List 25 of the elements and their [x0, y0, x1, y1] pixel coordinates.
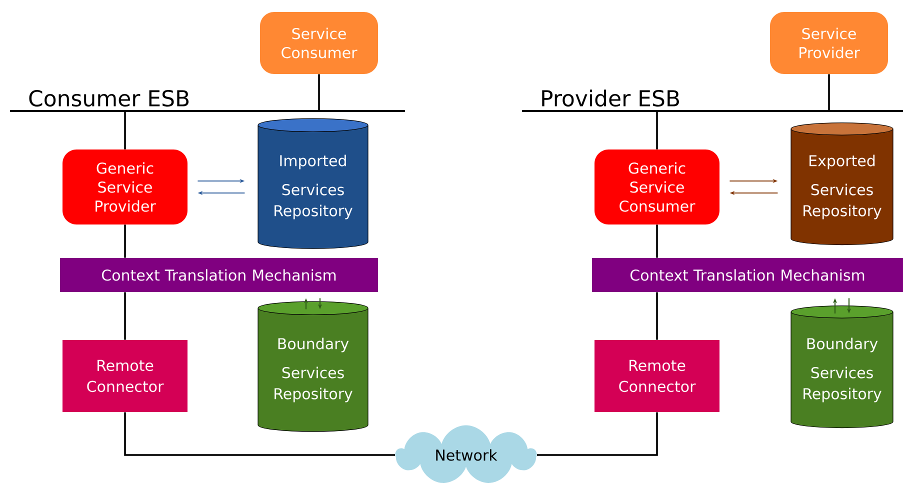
bus-line: Consumer ESB: [10, 90, 405, 112]
database-cylinder: Boundary Services Repository: [790, 305, 894, 428]
bus-line: Provider ESB: [522, 90, 903, 112]
actor-box: Service Consumer: [260, 12, 378, 74]
actor-box: Service Provider: [770, 12, 888, 74]
translation-bar: Context Translation Mechanism: [60, 258, 378, 292]
connector-line: [124, 111, 126, 150]
connector-line: [656, 292, 658, 340]
database-cylinder: Boundary Services Repository: [258, 301, 368, 432]
connector-line: [124, 292, 126, 340]
connector-line: [124, 412, 396, 456]
connector-box: Remote Connector: [594, 340, 720, 412]
rounded-box: Generic Service Consumer: [594, 150, 720, 224]
database-cylinder: Imported Services Repository: [258, 118, 368, 249]
connector-line: [828, 74, 830, 111]
connector-line: [656, 224, 658, 258]
connector-line: [318, 74, 320, 111]
rounded-box: Generic Service Provider: [62, 150, 188, 224]
connector-line: [537, 412, 658, 456]
connector-line: [656, 111, 658, 150]
translation-bar: Context Translation Mechanism: [592, 258, 903, 292]
database-cylinder: Exported Services Repository: [790, 122, 894, 246]
network-cloud: Network: [395, 425, 537, 483]
connector-box: Remote Connector: [62, 340, 188, 412]
connector-line: [124, 224, 126, 258]
